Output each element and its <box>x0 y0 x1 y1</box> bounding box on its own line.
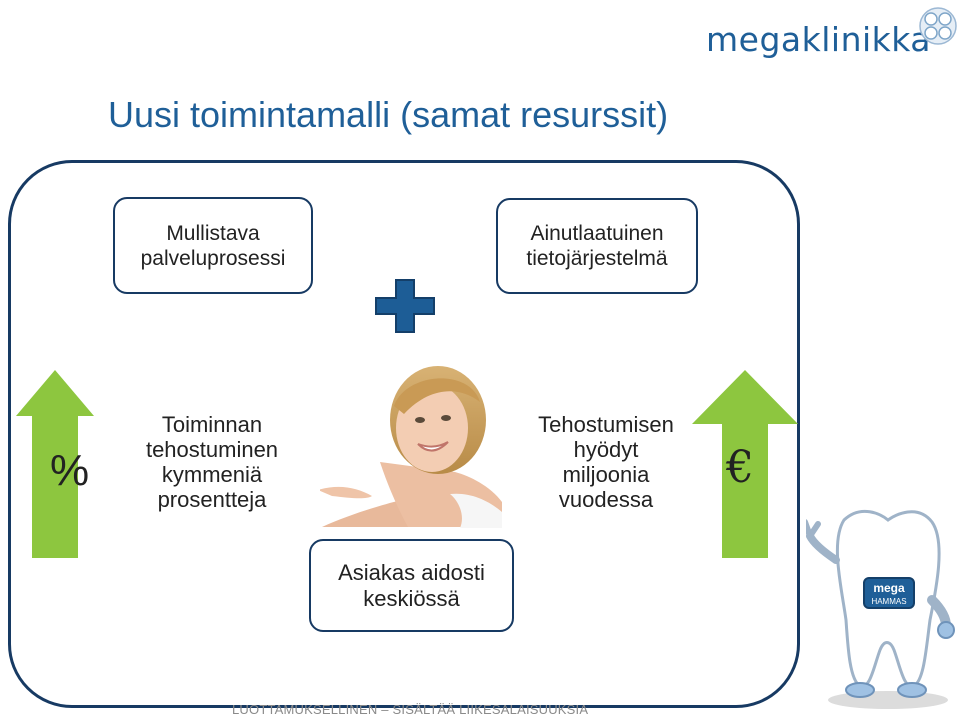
tooth-mascot-image: mega HAMMAS <box>806 509 955 709</box>
customer-center-box: Asiakas aidosti keskiössä <box>309 539 514 632</box>
plus-icon <box>375 279 435 333</box>
confidential-footer: LUOTTAMUKSELLINEN – SISÄLTÄÄ LIIKESALAIS… <box>232 702 589 717</box>
mascot-badge-line2: HAMMAS <box>871 597 906 606</box>
slide-title: Uusi toimintamalli (samat resurssit) <box>108 94 669 135</box>
megaklinikka-logo: megaklinikka <box>706 20 932 59</box>
up-arrow-icon <box>692 370 798 558</box>
information-system-label: Ainutlaatuinen tietojärjestelmä <box>526 222 668 270</box>
smiling-woman-image <box>320 366 502 528</box>
up-arrow-icon <box>16 370 94 558</box>
customer-center-label: Asiakas aidosti keskiössä <box>338 559 485 611</box>
information-system-box: Ainutlaatuinen tietojärjestelmä <box>496 198 698 294</box>
efficiency-text: Toiminnan tehostuminen kymmeniä prosentt… <box>145 412 279 512</box>
service-process-box: Mullistava palveluprosessi <box>113 197 313 294</box>
model-frame <box>8 160 800 708</box>
benefits-text: Tehostumisen hyödyt miljoonia vuodessa <box>538 412 674 512</box>
percent-symbol: % <box>50 446 90 495</box>
euro-symbol: € <box>726 442 754 493</box>
logo-mark-icon <box>919 7 957 45</box>
mascot-badge-line1: mega <box>873 581 905 595</box>
service-process-label: Mullistava palveluprosessi <box>140 221 286 270</box>
